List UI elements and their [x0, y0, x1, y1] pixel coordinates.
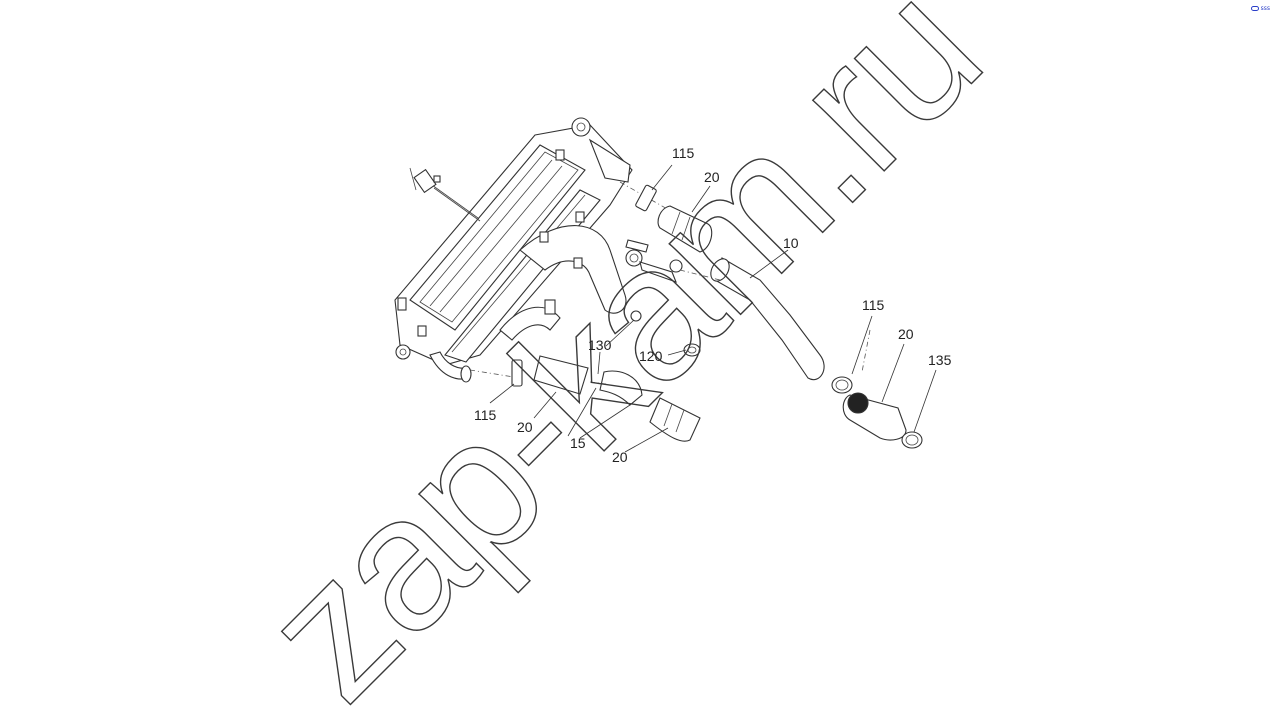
callout-labels: 115 20 10 115 20 135 130 120 115 20 15 2…	[474, 145, 952, 465]
callout-10: 10	[783, 235, 799, 251]
callout-15: 15	[570, 435, 586, 451]
callout-135: 135	[928, 352, 952, 368]
right-hose-run	[831, 329, 923, 449]
callout-20-bottom: 20	[612, 449, 628, 465]
watermark: zap-kam.ru	[224, 0, 1018, 711]
callout-115-right: 115	[862, 297, 885, 313]
link-icon	[1250, 6, 1259, 11]
corner-badge-label: sss	[1260, 5, 1270, 12]
callout-20-top: 20	[704, 169, 720, 185]
callout-115-top: 115	[672, 145, 695, 161]
upper-hose-run	[619, 181, 825, 381]
lower-hose-run	[469, 310, 701, 442]
callout-20-right: 20	[898, 326, 914, 342]
callout-130: 130	[588, 337, 612, 353]
corner-badge[interactable]: sss	[1250, 5, 1270, 12]
callout-20-left: 20	[517, 419, 533, 435]
callout-120: 120	[639, 348, 663, 364]
radiator-assembly	[394, 117, 633, 383]
callout-115-left: 115	[474, 407, 497, 423]
leader-lines	[489, 164, 937, 453]
